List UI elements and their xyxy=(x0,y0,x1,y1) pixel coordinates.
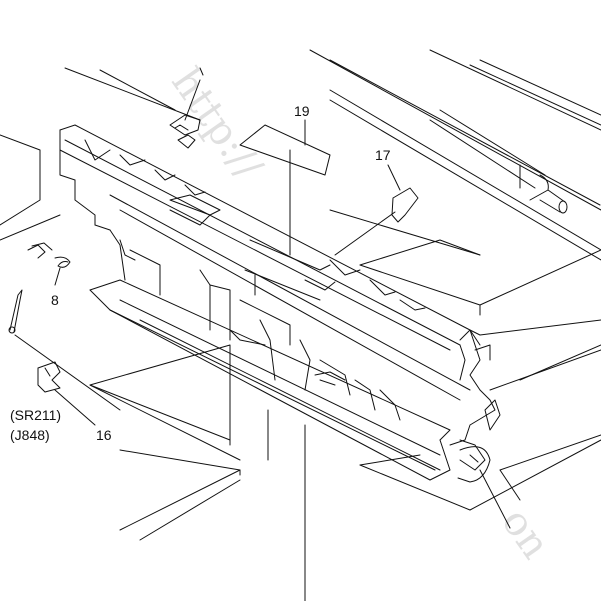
callout-16: 16 xyxy=(96,427,112,443)
callout-19: 19 xyxy=(294,103,310,119)
connector-sr211-label: (SR211) xyxy=(10,407,62,423)
connector-j848-label: (J848) xyxy=(10,427,50,443)
part-8-spring xyxy=(27,242,71,286)
background-outline-lines xyxy=(0,49,601,541)
part-16-sensor xyxy=(8,289,121,426)
main-frame-assembly xyxy=(59,124,501,601)
bottom-gear-part xyxy=(457,446,511,529)
callout-17: 17 xyxy=(375,147,391,163)
callout-8: 8 xyxy=(51,292,59,308)
leader-lines xyxy=(304,119,401,191)
roller-shaft xyxy=(429,109,568,214)
part-17-lever xyxy=(334,187,419,256)
part-19-sheet xyxy=(239,124,331,256)
top-bracket-part xyxy=(169,67,204,149)
